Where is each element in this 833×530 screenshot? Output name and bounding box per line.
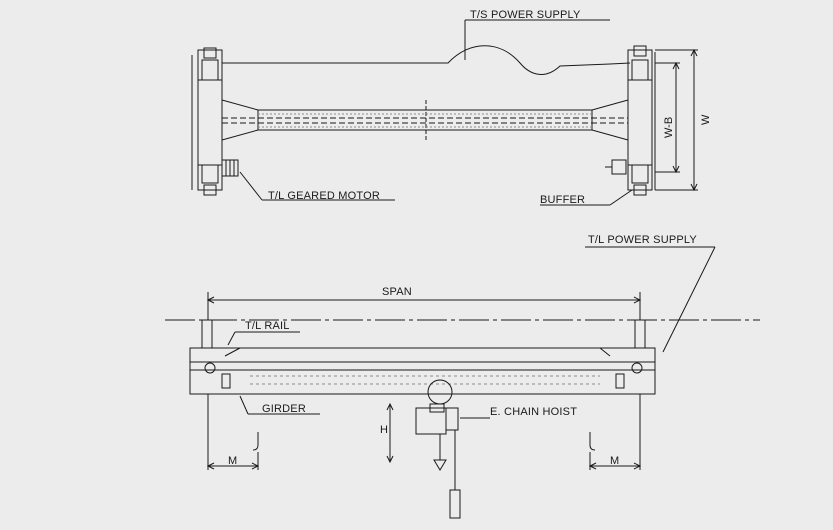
- right-end-carriage: [627, 45, 656, 196]
- m-dimensions: [206, 394, 642, 470]
- h-dimension: [386, 402, 394, 464]
- tl-rail-label: T/L RAIL: [245, 320, 290, 332]
- girder-top-view: [221, 99, 629, 141]
- m-dimension-right-label: M: [610, 455, 620, 467]
- chain-hoist: [415, 379, 490, 519]
- top-view: [191, 19, 698, 206]
- buffer: [540, 159, 633, 206]
- span-dimension: [206, 292, 642, 320]
- w-dimension-label: W: [700, 114, 712, 125]
- wb-dimension-label: W-B: [663, 116, 675, 138]
- dimension-wb-w: [655, 48, 698, 192]
- left-end-carriage: [191, 47, 223, 196]
- ts-power-supply-wire: [222, 45, 631, 75]
- tl-power-supply-label: T/L POWER SUPPLY: [588, 234, 697, 246]
- m-dimension-left-label: M: [228, 455, 238, 467]
- h-dimension-label: H: [380, 424, 389, 436]
- front-view: [165, 246, 760, 519]
- tl-geared-motor-label: T/L GEARED MOTOR: [268, 190, 380, 202]
- e-chain-hoist-label: E. CHAIN HOIST: [490, 406, 578, 418]
- girder-label: GIRDER: [262, 403, 306, 415]
- buffer-label: BUFFER: [540, 194, 586, 206]
- span-label: SPAN: [382, 286, 412, 298]
- geared-motor: [221, 159, 395, 201]
- ts-power-supply-label: T/S POWER SUPPLY: [470, 9, 581, 21]
- girder-front-view: [189, 347, 656, 395]
- tl-power-leader: [662, 246, 716, 353]
